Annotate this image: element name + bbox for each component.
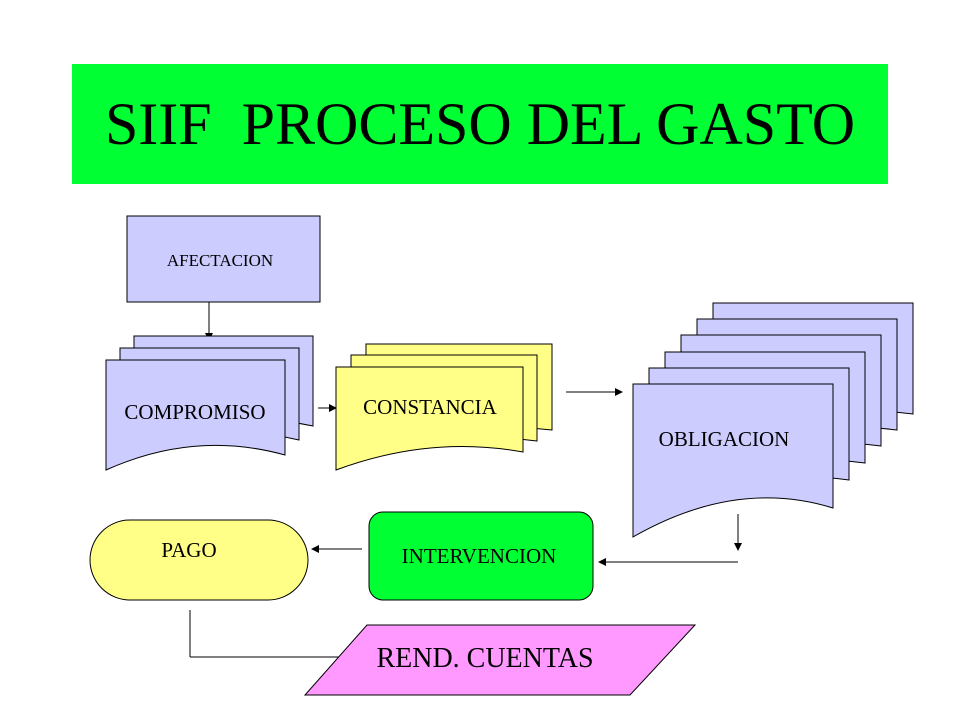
afectacion-label: AFECTACION [167,251,273,270]
page-title: SIIF PROCESO DEL GASTO [104,90,856,157]
obligacion-label: OBLIGACION [659,427,790,451]
constancia-label: CONSTANCIA [363,395,497,419]
afectacion-node: AFECTACION [126,215,321,303]
pago-node: PAGO [89,519,309,601]
obligacion-node: OBLIGACION [632,302,914,538]
compromiso-label: COMPROMISO [124,400,265,424]
rend-cuentas-node: REND. CUENTAS [303,624,697,696]
compromiso-node: COMPROMISO [105,335,314,471]
intervencion-node: INTERVENCION [368,511,594,601]
constancia-node: CONSTANCIA [335,343,553,471]
title-banner: SIIF PROCESO DEL GASTO [72,64,888,184]
rend-cuentas-label: REND. CUENTAS [376,643,593,674]
intervencion-label: INTERVENCION [402,544,557,568]
pago-label: PAGO [161,538,216,562]
